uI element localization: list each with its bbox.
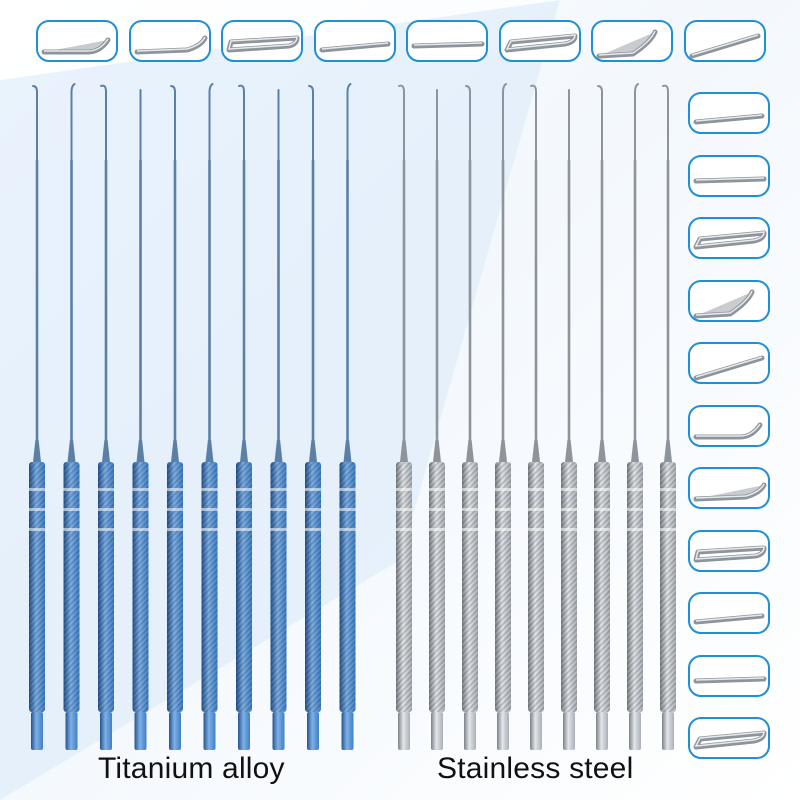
narrow-spatula-tip xyxy=(313,20,396,62)
titanium-instrument xyxy=(201,83,218,750)
steel-instrument xyxy=(561,89,577,750)
titanium-instrument xyxy=(339,83,356,750)
ring-curette-tip xyxy=(688,92,770,134)
titanium-instrument xyxy=(29,85,45,750)
curved-spoon-tip-2 xyxy=(688,404,770,447)
steel-instrument xyxy=(462,85,478,750)
angled-spoon-tip xyxy=(591,20,673,62)
right-angle-hook-tip xyxy=(688,467,770,509)
titanium-instrument xyxy=(132,89,149,750)
titanium-instrument xyxy=(98,84,114,750)
titanium-instrument xyxy=(236,84,252,750)
steel-instrument xyxy=(594,85,610,750)
titanium-instrument xyxy=(270,89,287,750)
titanium-instrument xyxy=(167,85,183,750)
flat-spatula-tip xyxy=(221,20,303,62)
straight-probe-tip xyxy=(688,717,770,759)
curved-hook-tip xyxy=(688,529,770,572)
curved-spoon-tip xyxy=(128,20,211,62)
steel-instrument xyxy=(396,84,412,750)
steel-instrument xyxy=(495,83,511,750)
steel-instrument xyxy=(627,83,643,750)
j-hook-tip xyxy=(688,654,770,697)
angled-needle-tip xyxy=(683,20,766,62)
wide-spatula-tip xyxy=(498,20,581,62)
cupped-spoon-tip xyxy=(688,279,770,322)
titanium-label: Titanium alloy xyxy=(98,752,285,785)
straight-flat-tip xyxy=(406,20,488,62)
steel-instrument xyxy=(429,89,445,750)
flat-blade-tip xyxy=(688,154,770,197)
right-angle-hook-tip-2 xyxy=(688,592,770,634)
titanium-instrument xyxy=(63,83,80,750)
steel-instrument xyxy=(528,84,544,750)
curved-ball-tip xyxy=(688,217,770,259)
steel-instrument xyxy=(660,84,676,750)
ball-hook-tip xyxy=(36,20,118,62)
titanium-instrument xyxy=(305,85,321,750)
steel-label: Stainless steel xyxy=(437,752,634,785)
ring-curette-tip-2 xyxy=(688,342,770,384)
